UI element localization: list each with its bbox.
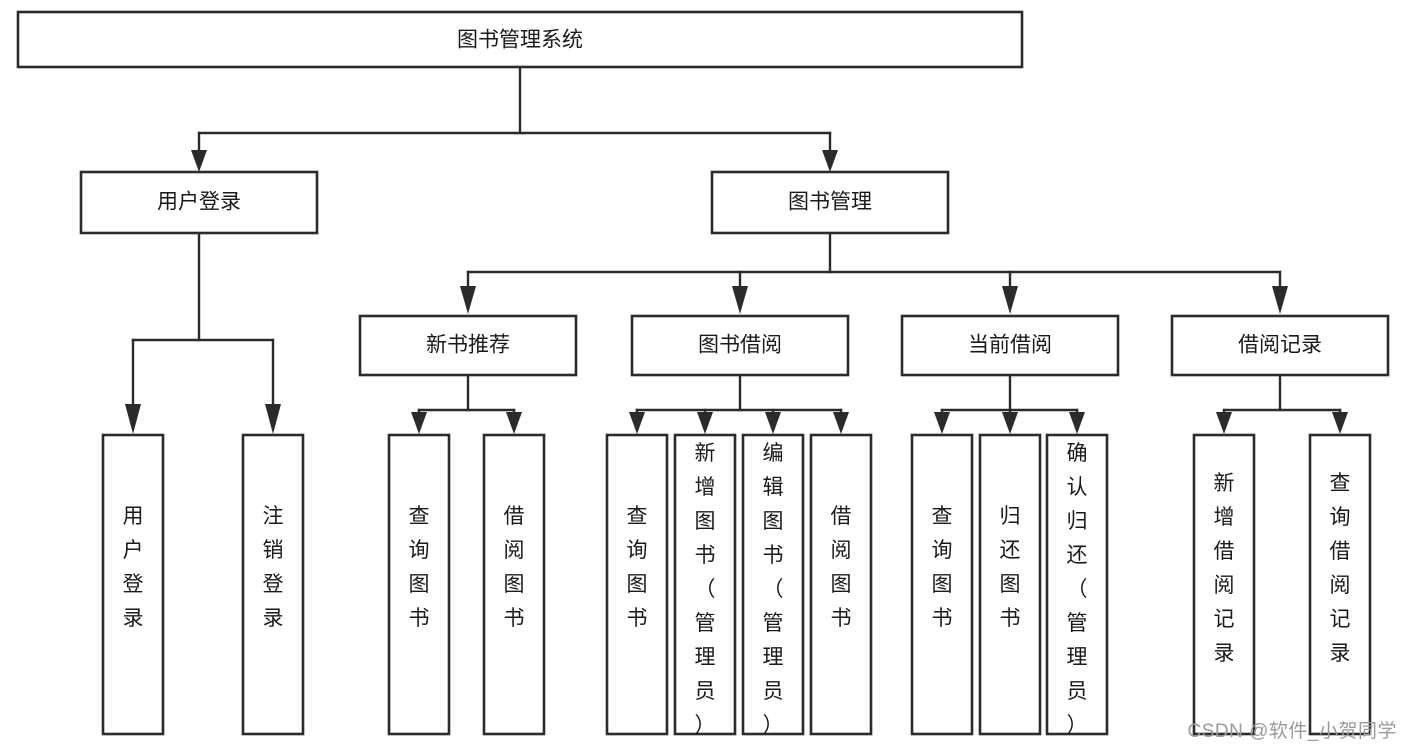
node-leaf-query-book-2-label: 查询图书 bbox=[627, 505, 648, 630]
arrowhead-user-login bbox=[191, 150, 207, 172]
node-book-manage-label: 图书管理 bbox=[788, 191, 872, 214]
arrowhead-borrow-record bbox=[1272, 286, 1288, 314]
node-user-login-label: 用户登录 bbox=[157, 191, 241, 214]
node-current-borrow-label: 当前借阅 bbox=[968, 334, 1052, 357]
arrowhead-leaf-add-book bbox=[697, 412, 713, 434]
node-leaf-return-book-label: 归还图书 bbox=[1000, 505, 1021, 630]
node-leaf-confirm-return-box[interactable] bbox=[1045, 433, 1109, 736]
node-book-borrow[interactable]: 图书借阅 bbox=[630, 314, 850, 377]
node-root-box[interactable] bbox=[16, 10, 1024, 69]
node-leaf-borrow-book-2-label: 借阅图书 bbox=[831, 505, 852, 630]
node-new-book-recommend-label: 新书推荐 bbox=[426, 334, 510, 357]
node-root[interactable]: 图书管理系统 bbox=[16, 10, 1024, 69]
node-leaf-query-book-1[interactable]: 查询图书 bbox=[387, 433, 451, 736]
node-leaf-query-book-1-box[interactable] bbox=[387, 433, 451, 736]
node-borrow-record-box[interactable] bbox=[1170, 314, 1390, 377]
node-leaf-query-book-2-box[interactable] bbox=[605, 433, 669, 736]
arrowhead-leaf-query-book-3 bbox=[934, 412, 950, 434]
arrowhead-new-book bbox=[460, 286, 476, 314]
node-leaf-query-record[interactable]: 查询借阅记录 bbox=[1308, 433, 1372, 736]
node-leaf-edit-book[interactable]: 编辑图书（管理员） bbox=[741, 433, 805, 737]
node-leaf-query-book-3-box[interactable] bbox=[910, 433, 974, 736]
arrowhead-leaf-return-book bbox=[1002, 412, 1018, 434]
node-book-borrow-box[interactable] bbox=[630, 314, 850, 377]
node-leaf-edit-book-box[interactable] bbox=[741, 433, 805, 736]
arrowhead-leaf-user-logout bbox=[265, 404, 281, 434]
arrowhead-leaf-query-book-2 bbox=[629, 412, 645, 434]
node-current-borrow-box[interactable] bbox=[900, 314, 1120, 377]
node-leaf-add-record-label: 新增借阅记录 bbox=[1214, 472, 1235, 665]
arrowhead-current-borrow bbox=[1002, 286, 1018, 314]
watermark-text: CSDN @软件_小贺同学 bbox=[1187, 721, 1397, 742]
node-leaf-user-logout-box[interactable] bbox=[241, 433, 305, 736]
arrowhead-leaf-user-login bbox=[125, 404, 141, 434]
node-leaf-query-book-3-label: 查询图书 bbox=[932, 505, 953, 630]
arrowhead-book-borrow bbox=[732, 286, 748, 314]
arrowhead-leaf-borrow-book-2 bbox=[833, 412, 849, 434]
node-leaf-add-record[interactable]: 新增借阅记录 bbox=[1192, 433, 1256, 736]
arrowhead-leaf-add-record bbox=[1216, 412, 1232, 434]
node-leaf-user-login-label: 用户登录 bbox=[123, 505, 144, 630]
node-leaf-user-logout[interactable]: 注销登录 bbox=[241, 433, 305, 736]
node-leaf-add-book-box[interactable] bbox=[673, 433, 737, 736]
node-new-book-recommend-box[interactable] bbox=[358, 314, 578, 377]
node-leaf-query-book-1-label: 查询图书 bbox=[409, 505, 430, 630]
arrowhead-leaf-query-record bbox=[1332, 412, 1348, 434]
node-leaf-add-record-box[interactable] bbox=[1192, 433, 1256, 736]
node-leaf-borrow-book-1-label: 借阅图书 bbox=[504, 505, 525, 630]
node-leaf-user-login-box[interactable] bbox=[101, 433, 165, 736]
node-borrow-record[interactable]: 借阅记录 bbox=[1170, 314, 1390, 377]
node-leaf-borrow-book-1[interactable]: 借阅图书 bbox=[482, 433, 546, 736]
node-leaf-user-login[interactable]: 用户登录 bbox=[101, 433, 165, 736]
arrowhead-leaf-confirm-return bbox=[1069, 412, 1085, 434]
arrowhead-leaf-borrow-book-1 bbox=[506, 412, 522, 434]
node-leaf-edit-book-label: 编辑图书（管理员） bbox=[763, 442, 784, 737]
node-leaf-user-logout-label: 注销登录 bbox=[263, 505, 284, 630]
node-root-label: 图书管理系统 bbox=[457, 29, 583, 52]
node-user-login[interactable]: 用户登录 bbox=[79, 170, 319, 235]
node-leaf-borrow-book-1-box[interactable] bbox=[482, 433, 546, 736]
node-book-borrow-label: 图书借阅 bbox=[698, 334, 782, 357]
connector-layer bbox=[125, 65, 1348, 434]
node-leaf-borrow-book-2[interactable]: 借阅图书 bbox=[809, 433, 873, 736]
node-leaf-confirm-return[interactable]: 确认归还（管理员） bbox=[1045, 433, 1109, 737]
node-current-borrow[interactable]: 当前借阅 bbox=[900, 314, 1120, 377]
node-leaf-return-book-box[interactable] bbox=[978, 433, 1042, 736]
node-leaf-query-record-box[interactable] bbox=[1308, 433, 1372, 736]
node-book-manage-box[interactable] bbox=[710, 170, 950, 235]
arrowhead-book-manage bbox=[822, 150, 838, 172]
node-leaf-query-book-3[interactable]: 查询图书 bbox=[910, 433, 974, 736]
node-leaf-return-book[interactable]: 归还图书 bbox=[978, 433, 1042, 736]
node-leaf-borrow-book-2-box[interactable] bbox=[809, 433, 873, 736]
node-leaf-query-book-2[interactable]: 查询图书 bbox=[605, 433, 669, 736]
node-leaf-add-book[interactable]: 新增图书（管理员） bbox=[673, 433, 737, 737]
node-new-book-recommend[interactable]: 新书推荐 bbox=[358, 314, 578, 377]
node-leaf-query-record-label: 查询借阅记录 bbox=[1330, 472, 1351, 665]
arrowhead-leaf-query-book-1 bbox=[411, 412, 427, 434]
node-user-login-box[interactable] bbox=[79, 170, 319, 235]
arrowhead-leaf-edit-book bbox=[765, 412, 781, 434]
node-leaf-add-book-label: 新增图书（管理员） bbox=[695, 442, 716, 737]
node-borrow-record-label: 借阅记录 bbox=[1238, 334, 1322, 357]
node-book-manage[interactable]: 图书管理 bbox=[710, 170, 950, 235]
node-leaf-confirm-return-label: 确认归还（管理员） bbox=[1067, 442, 1088, 737]
